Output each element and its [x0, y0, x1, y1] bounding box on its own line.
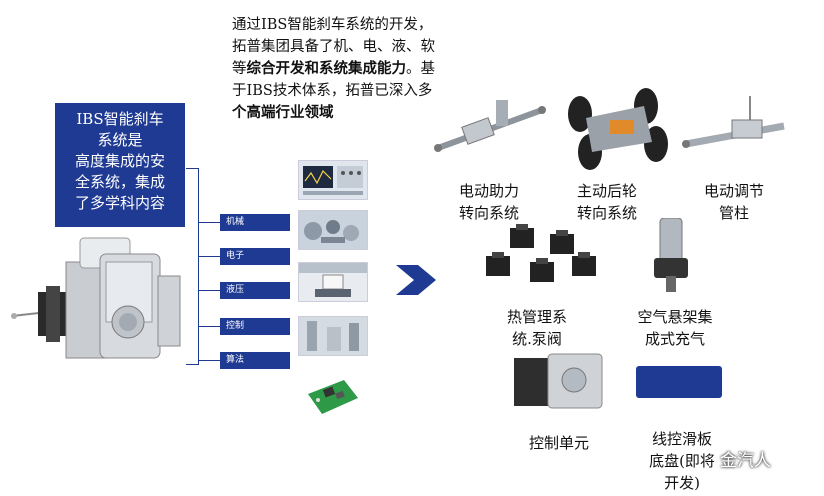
intro-line-2: 拓普集团具备了机、电、液、软: [232, 39, 435, 55]
skateboard-chassis-placeholder: [636, 366, 722, 398]
connector-mechanical: [198, 222, 220, 223]
discipline-mechanical: 机械: [220, 214, 290, 231]
test-chamber-photo: [298, 262, 368, 302]
product-label-skateboard-chassis: 线控滑板底盘(即将开发): [649, 430, 715, 492]
intro-paragraph: 通过IBS智能刹车系统的开发， 拓普集团具备了机、电、液、软 等综合开发和系统集…: [232, 14, 482, 124]
lab-equipment-photo: [298, 316, 368, 356]
connector-control: [198, 326, 220, 327]
eps-steering-rack-image: [434, 100, 546, 152]
control-unit-image: [514, 353, 603, 409]
discipline-electronic: 电子: [220, 248, 290, 265]
product-label-control-unit: 控制单元: [528, 434, 589, 452]
ibs-line-5: 了多学科内容: [74, 194, 165, 212]
mechanical-parts-photo: [298, 210, 368, 250]
ibs-description-panel: IBS智能刹车 系统是 高度集成的安 全系统，集成 了多学科内容: [55, 103, 185, 227]
discipline-control: 控制: [220, 318, 290, 335]
product-label-rear-steer: 主动后轮转向系统: [576, 182, 637, 222]
product-label-air-suspension: 空气悬架集成式充气: [637, 308, 713, 348]
intro-line-5: 个高端行业领域: [232, 104, 334, 121]
ibs-brake-unit-image: [11, 237, 181, 359]
ibs-line-1: IBS智能刹车: [76, 110, 164, 128]
ibs-line-3: 高度集成的安: [74, 152, 165, 170]
bracket-top-connector: [186, 168, 199, 169]
connector-hydraulic: [198, 290, 220, 291]
steering-column-image: [682, 96, 785, 148]
rear-steer-chassis-image: [568, 88, 668, 170]
ibs-line-4: 全系统，集成: [74, 173, 165, 191]
air-suspension-image: [654, 218, 688, 292]
intro-line-1: 通过IBS智能刹车系统的开发，: [232, 17, 433, 33]
flow-arrow-icon: [396, 265, 436, 295]
intro-line-4: 于IBS技术体系，拓普已深入多: [232, 83, 433, 99]
intro-line-3: 等综合开发和系统集成能力。基: [232, 60, 435, 77]
bracket-bottom-connector: [186, 364, 199, 365]
circuit-board-photo: [308, 380, 358, 414]
product-label-eps: 电动助力转向系统: [458, 182, 519, 222]
bracket-vertical: [198, 168, 199, 364]
intro-highlight-capability: 综合开发和系统集成能力: [246, 60, 407, 77]
thermal-pumps-image: [486, 224, 596, 282]
product-label-thermal: 热管理系统.泵阀: [506, 308, 567, 348]
oscilloscope-photo: [298, 160, 368, 200]
connector-electronic: [198, 256, 220, 257]
watermark: 金汽人: [720, 451, 771, 471]
discipline-algorithm: 算法: [220, 352, 290, 369]
discipline-hydraulic: 液压: [220, 282, 290, 299]
product-label-column: 电动调节管柱: [703, 182, 764, 222]
connector-algorithm: [198, 360, 220, 361]
ibs-line-2: 系统是: [97, 131, 143, 149]
